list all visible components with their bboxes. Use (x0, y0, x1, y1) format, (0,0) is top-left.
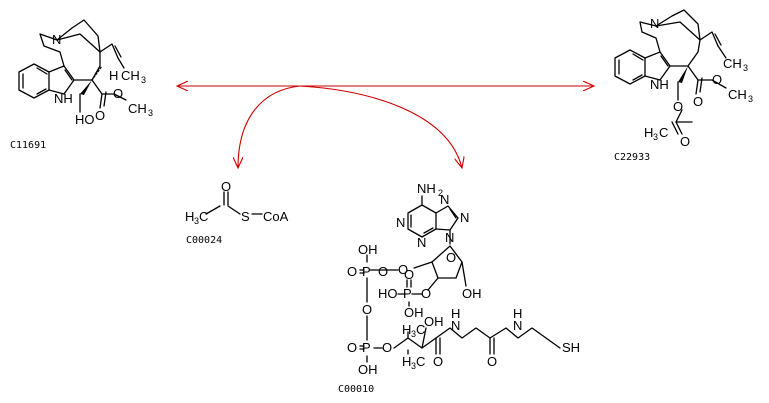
c00024-s-label: S (241, 209, 250, 224)
c00010-5o-label: O (398, 262, 408, 277)
c00010-pant-oh-label: OH (424, 314, 444, 329)
c11691-id-label: C11691 (10, 140, 46, 151)
c00010-id-label: C00010 (338, 384, 374, 395)
c00010-pb-o-label: O (347, 340, 357, 355)
c22933-ester-o-label: O (712, 72, 722, 87)
c22933-id-label: C22933 (614, 152, 650, 163)
c00010-2oh-label: OH (462, 286, 482, 301)
c00010-pa-ester-o-label: O (378, 264, 388, 279)
c00024-structure (205, 191, 263, 215)
c00024-id-label: C00024 (186, 235, 222, 246)
c22933-methyl-label: CH (728, 87, 747, 102)
c00010-pb-oh-label: OH (358, 362, 378, 377)
c00010-nh2-subscript: 2 (438, 188, 443, 198)
c00010-3p-ho-label: HO (378, 286, 398, 301)
c22933-methyl-subscript: 3 (748, 94, 753, 104)
reaction-arrows (177, 86, 594, 168)
c11691-carbonyl-o-label: O (95, 108, 105, 123)
c22933-h3c-carbon: C (659, 125, 668, 140)
c00010-amide2-n-label: N (513, 318, 522, 333)
c00024-c-label: C (199, 209, 208, 224)
c00010-3o-label: O (421, 286, 431, 301)
c00010-n-glycosidic-label: N (445, 230, 454, 245)
c00010-methyl-b-sub: 3 (411, 361, 416, 371)
c11691-methyl-label: CH (128, 101, 147, 116)
c00010-amide2-o-label: O (487, 354, 497, 369)
c22933-ch3-label: CH (723, 56, 742, 71)
c11691-n-label: N (52, 32, 61, 47)
arrow-to-c00024 (238, 85, 301, 168)
c00010-pb-ester-o-label: O (382, 340, 392, 355)
c00010-n3-label: N (417, 235, 426, 250)
compound-c00010[interactable]: NH 2 N N N N N O OH O O HO P O OH OH O P… (338, 181, 580, 395)
compound-c11691[interactable]: N NH H CH 3 HO O O CH 3 C11691 (10, 19, 153, 151)
c00010-pa-label: P (362, 264, 371, 279)
c22933-structure (614, 9, 727, 135)
c00010-pa-oh-label: OH (358, 242, 378, 257)
c00010-methyl-b-h: H (402, 354, 411, 369)
c00010-nh2-label: NH (417, 181, 436, 196)
c00010-pa-o-label: O (347, 264, 357, 279)
c00024-sub-label: 3 (194, 216, 199, 226)
c00010-sh-label: SH (562, 340, 580, 355)
c00010-amide2-h-label: H (513, 306, 522, 321)
c00010-n7-label: N (440, 192, 449, 207)
c11691-h-label: H (109, 68, 118, 83)
c00010-pb-label: P (362, 340, 371, 355)
c00010-amide1-n-label: N (451, 318, 460, 333)
c00010-amide1-h-label: H (451, 306, 460, 321)
c22933-carbonyl-o-label: O (693, 94, 703, 109)
c00010-methyl-b-c: C (416, 354, 425, 369)
c11691-nh-label: NH (54, 91, 73, 106)
c11691-hydroxyl-label: HO (75, 112, 95, 127)
c00010-bridge-o-label: O (362, 302, 372, 317)
c22933-acetyl-o-label: O (680, 134, 690, 149)
c00010-methyl-a-c: C (416, 322, 425, 337)
c00010-methyl-a-h: H (402, 322, 411, 337)
c00024-coa-label: CoA (263, 209, 289, 224)
c00024-h-label: H (185, 209, 194, 224)
c00010-3p-label: P (403, 286, 412, 301)
c11691-structure (18, 19, 127, 113)
compound-c00024[interactable]: H 3 C O S CoA C00024 (185, 179, 289, 246)
c00010-3p-oh-label: OH (404, 305, 424, 320)
c00024-o-label: O (221, 179, 231, 194)
c22933-nh-label: NH (650, 77, 669, 92)
c22933-ch3-subscript: 3 (743, 63, 748, 73)
compound-c22933[interactable]: N NH CH 3 O O CH 3 O O H 3 C C22933 (614, 9, 753, 163)
c11691-ch3-label: CH (121, 68, 140, 83)
c00010-n9-label: N (460, 210, 469, 225)
c11691-ester-o-label: O (113, 86, 123, 101)
c22933-n-label: N (650, 16, 659, 31)
c11691-methyl-subscript: 3 (148, 108, 153, 118)
arrow-to-c00010 (299, 85, 462, 168)
c00010-methyl-a-sub: 3 (411, 329, 416, 339)
c22933-h3c-subscript: 3 (653, 132, 658, 142)
c00010-structure (359, 195, 561, 363)
c22933-h3c-label: H (644, 125, 653, 140)
c11691-ch3-subscript: 3 (141, 75, 146, 85)
c00010-3p-o-label: O (404, 267, 414, 282)
c00010-n1-label: N (396, 215, 405, 230)
c00010-pant-o-label: O (433, 354, 443, 369)
c22933-acetoxy-o-label: O (673, 99, 683, 114)
c00010-ring-o-label: O (446, 250, 456, 265)
